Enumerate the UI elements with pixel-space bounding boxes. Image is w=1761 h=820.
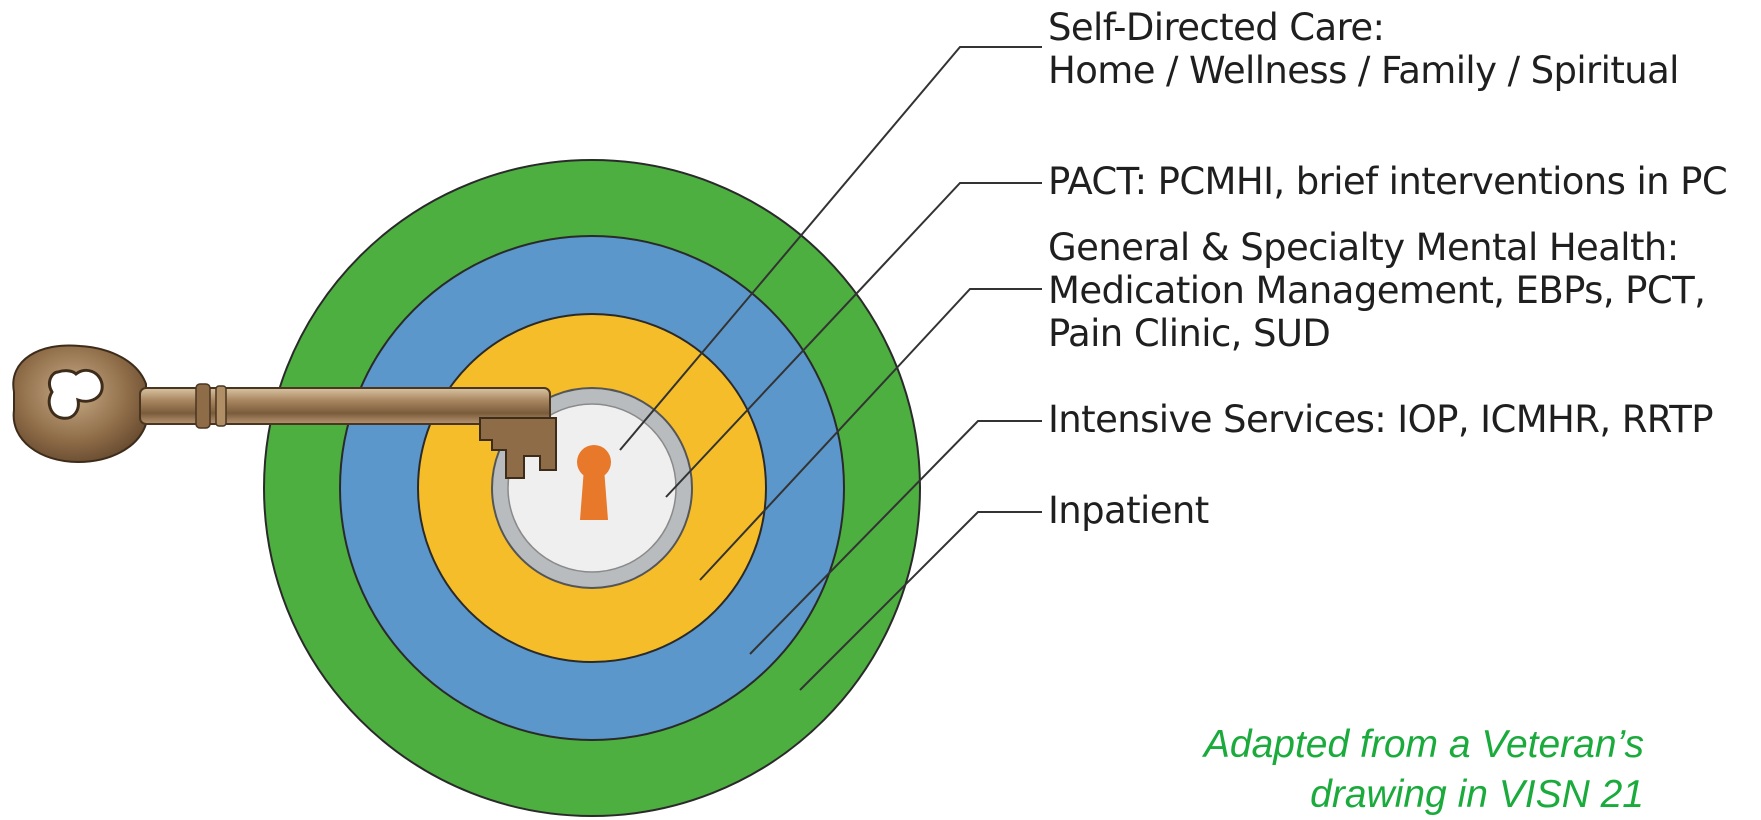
attribution-line-2: drawing in VISN 21 <box>1310 773 1644 816</box>
leader-line-self-directed <box>619 46 1042 451</box>
attribution-line-1: Adapted from a Veteran’s <box>1203 723 1644 766</box>
leader-line-mental-health <box>699 288 1042 581</box>
leader-line-inpatient <box>799 511 1042 691</box>
label-mental-health: General & Specialty Mental Health: Medic… <box>1048 226 1706 355</box>
leader-line-pact <box>665 182 1042 498</box>
label-intensive-text: Intensive Services: IOP, ICMHR, RRTP <box>1048 398 1714 441</box>
label-inpatient: Inpatient <box>1048 489 1209 532</box>
label-self-directed-detail: Home / Wellness / Family / Spiritual <box>1048 49 1679 92</box>
key-icon <box>12 344 557 479</box>
keyhole-icon <box>577 445 611 520</box>
label-intensive-services: Intensive Services: IOP, ICMHR, RRTP <box>1048 398 1714 441</box>
label-mental-health-title: General & Specialty Mental Health: <box>1048 226 1679 269</box>
attribution-note: Adapted from a Veteran’s drawing in VISN… <box>1204 720 1644 820</box>
label-inpatient-text: Inpatient <box>1048 489 1209 532</box>
leader-lines <box>619 46 1042 691</box>
label-pact-text: PACT: PCMHI, brief interventions in PC <box>1048 160 1728 203</box>
label-self-directed-care: Self-Directed Care: Home / Wellness / Fa… <box>1048 6 1679 92</box>
label-pact: PACT: PCMHI, brief interventions in PC <box>1048 160 1728 203</box>
label-mental-health-detail-2: Pain Clinic, SUD <box>1048 312 1331 355</box>
leader-line-intensive <box>749 420 1042 655</box>
label-self-directed-title: Self-Directed Care: <box>1048 6 1385 49</box>
label-mental-health-detail-1: Medication Management, EBPs, PCT, <box>1048 269 1706 312</box>
